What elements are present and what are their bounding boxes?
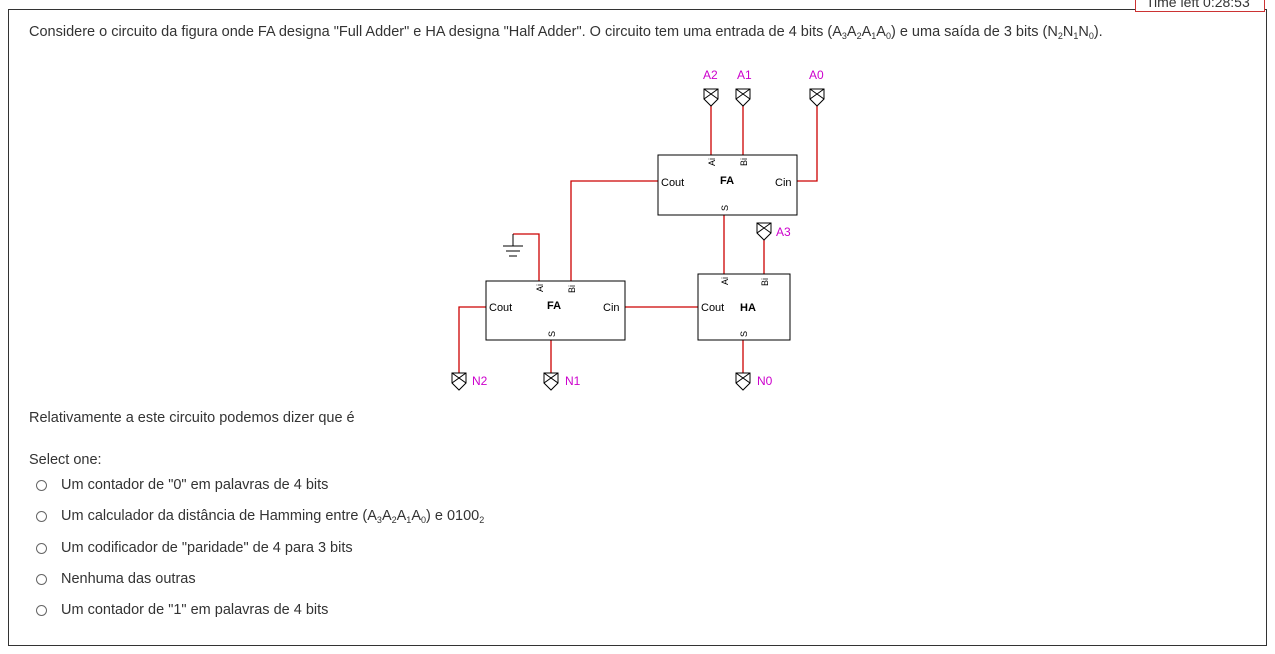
radio-icon[interactable] (36, 604, 47, 616)
pin-a1-icon (735, 88, 751, 107)
pin-n1-icon (543, 372, 559, 391)
label-a0: A0 (809, 68, 824, 82)
fa-bottom-name: FA (547, 300, 561, 312)
ha-ai: Ai (720, 277, 730, 285)
fa-bottom-ai: Ai (535, 284, 545, 292)
pin-n0-icon (735, 372, 751, 391)
label-a3: A3 (776, 225, 791, 239)
option-label: Um contador de "1" em palavras de 4 bits (61, 602, 329, 618)
pin-a3-icon (756, 222, 772, 241)
label-n2: N2 (472, 374, 488, 388)
circuit-diagram: Cout FA Cin Ai Bi S Cout FA Cin Ai Bi S … (451, 68, 825, 391)
question-text: Considere o circuito da figura onde FA d… (29, 24, 1103, 41)
label-n0: N0 (757, 374, 773, 388)
option-2[interactable]: Um calculador da distância de Hamming en… (36, 505, 484, 527)
intro-text: Relativamente a este circuito podemos di… (29, 410, 355, 426)
fa-top-block (657, 154, 798, 216)
radio-icon[interactable] (36, 479, 47, 491)
option-label: Um calculador da distância de Hamming en… (61, 508, 485, 525)
fa-top-cout: Cout (661, 177, 684, 189)
timer-box: Time left 0:28:53 (1135, 0, 1265, 12)
label-a2: A2 (703, 68, 718, 82)
fa-top-cin: Cin (775, 177, 792, 189)
fa-top-bi: Bi (739, 158, 749, 166)
option-5[interactable]: Um contador de "1" em palavras de 4 bits (36, 599, 328, 621)
radio-icon[interactable] (36, 573, 47, 585)
fa-bottom-bi: Bi (567, 285, 577, 293)
label-n1: N1 (565, 374, 581, 388)
ha-block (697, 273, 791, 341)
fa-top-name: FA (720, 175, 734, 187)
fa-bottom-cout: Cout (489, 302, 512, 314)
ha-s: S (739, 331, 749, 337)
fa-top-ai: Ai (707, 158, 717, 166)
select-label: Select one: (29, 452, 102, 468)
ha-bi: Bi (760, 278, 770, 286)
fa-bottom-cin: Cin (603, 302, 620, 314)
radio-icon[interactable] (36, 510, 47, 522)
option-3[interactable]: Um codificador de "paridade" de 4 para 3… (36, 537, 353, 559)
option-label: Um codificador de "paridade" de 4 para 3… (61, 540, 353, 556)
wires (458, 106, 818, 373)
option-1[interactable]: Um contador de "0" em palavras de 4 bits (36, 474, 328, 496)
ha-cout: Cout (701, 302, 724, 314)
question-frame (8, 9, 1267, 646)
fa-top-s: S (720, 205, 730, 211)
radio-icon[interactable] (36, 542, 47, 554)
fa-bottom-block (485, 280, 626, 341)
fa-bottom-s: S (547, 331, 557, 337)
option-label: Nenhuma das outras (61, 571, 196, 587)
ha-name: HA (740, 302, 756, 314)
pin-n2-icon (451, 372, 467, 391)
ground-symbol (503, 234, 523, 257)
pin-a2-icon (703, 88, 719, 107)
pin-a0-icon (809, 88, 825, 107)
label-a1: A1 (737, 68, 752, 82)
option-label: Um contador de "0" em palavras de 4 bits (61, 477, 329, 493)
timer-label: Time left 0:28:53 (1146, 0, 1250, 10)
option-4[interactable]: Nenhuma das outras (36, 568, 196, 590)
